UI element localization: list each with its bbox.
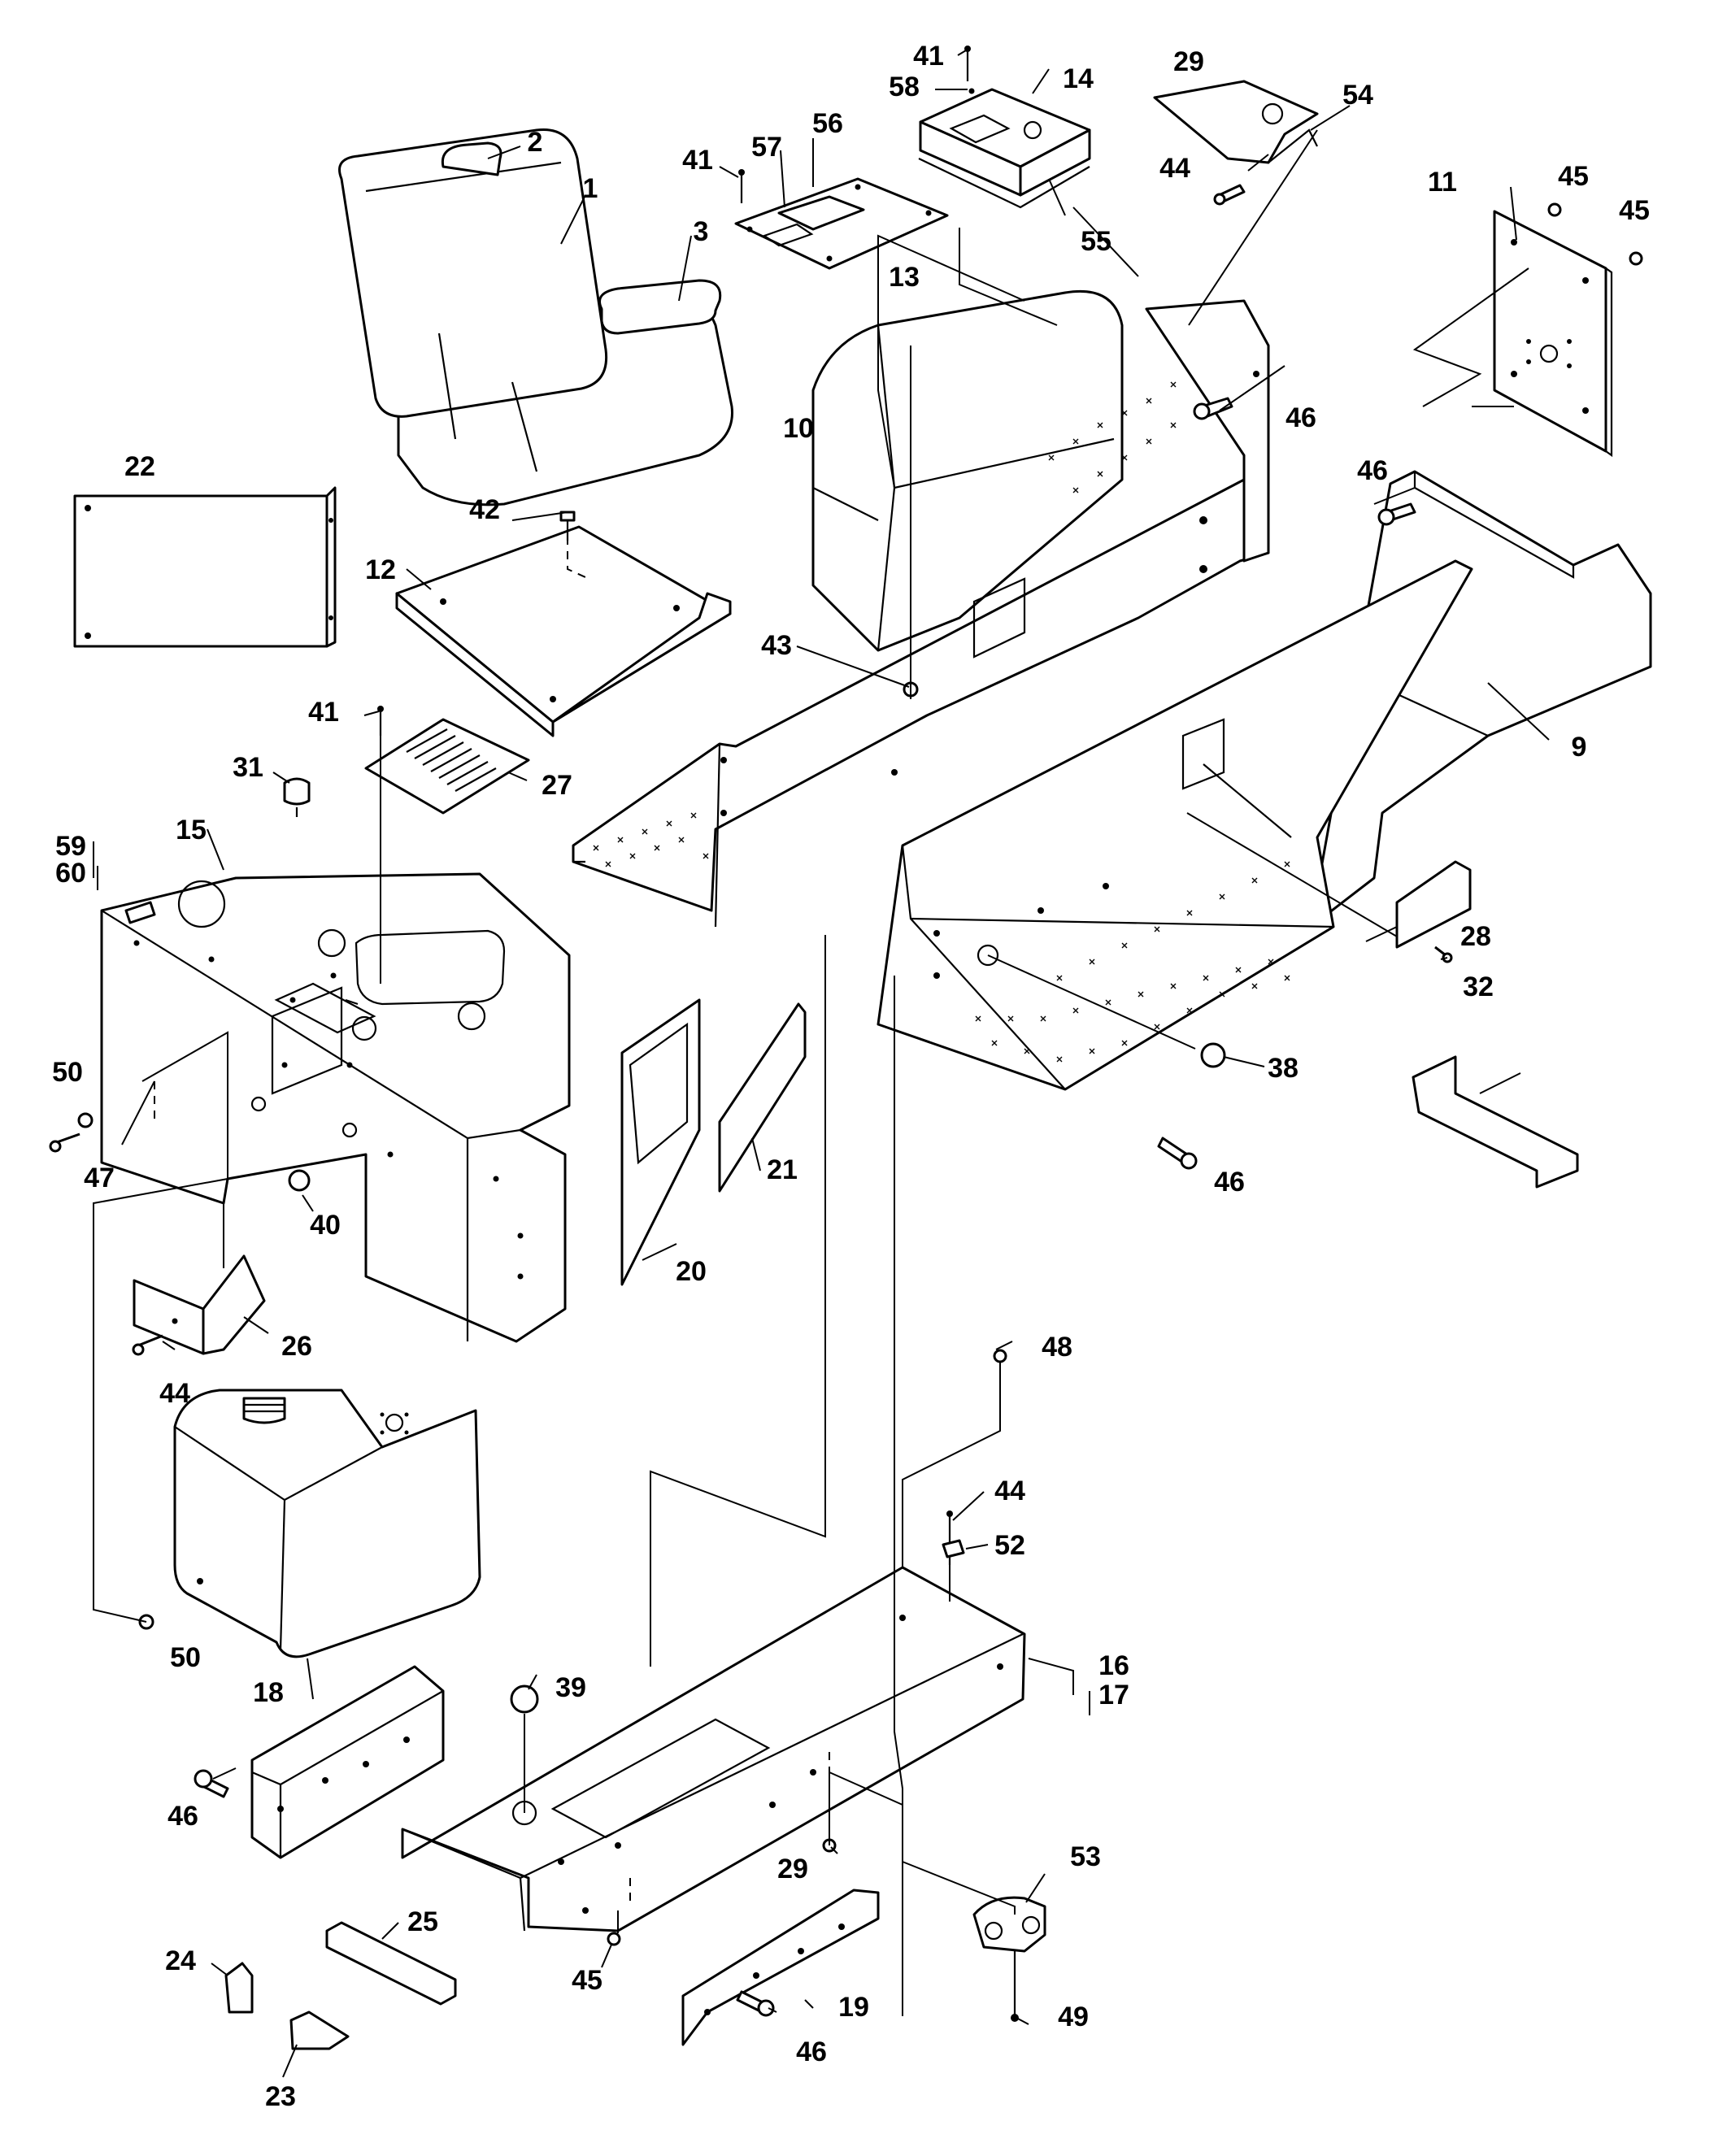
callout-41-c: 41 <box>308 697 339 728</box>
callout-42: 42 <box>469 494 500 525</box>
seat-assembly[interactable] <box>338 128 733 506</box>
callout-3: 3 <box>694 216 709 247</box>
bracket-29[interactable] <box>1153 80 1319 164</box>
callout-29-top: 29 <box>1173 46 1204 77</box>
callout-32: 32 <box>1463 972 1494 1002</box>
callout-26: 26 <box>281 1331 312 1362</box>
callout-44-a: 44 <box>1159 153 1190 184</box>
cover-plate-13[interactable] <box>734 177 949 270</box>
knob-31[interactable] <box>283 777 311 817</box>
callout-15: 15 <box>176 815 207 845</box>
callout-29-bottom: 29 <box>777 1854 808 1884</box>
callout-40: 40 <box>310 1210 341 1241</box>
plate-11[interactable] <box>1493 210 1613 458</box>
main-frame-16-17[interactable] <box>401 1566 1026 1932</box>
callout-28: 28 <box>1460 921 1491 952</box>
callout-47: 47 <box>84 1163 115 1193</box>
callout-10: 10 <box>783 413 814 444</box>
plate-28[interactable] <box>1395 860 1472 949</box>
callout-14: 14 <box>1063 63 1094 94</box>
callout-16: 16 <box>1098 1650 1129 1681</box>
floor-pan-left[interactable] <box>572 299 1270 928</box>
callout-22: 22 <box>124 451 155 482</box>
callout-46-a: 46 <box>1285 402 1316 433</box>
fasteners <box>49 46 1643 2022</box>
rail-18[interactable] <box>250 1665 445 1859</box>
bracket-25[interactable] <box>325 1921 457 2006</box>
callout-57: 57 <box>751 132 782 163</box>
rail-19[interactable] <box>681 1889 880 2046</box>
callout-20: 20 <box>676 1256 707 1287</box>
callout-46-e: 46 <box>796 2036 827 2067</box>
bracket-right[interactable] <box>1412 1055 1579 1189</box>
grille-27[interactable] <box>364 718 530 815</box>
bracket-23[interactable] <box>289 2010 350 2050</box>
callout-31: 31 <box>233 752 263 783</box>
callout-18: 18 <box>253 1677 284 1708</box>
callout-labels: 1 2 3 9 10 11 12 13 14 15 16 17 18 19 20… <box>52 41 1650 2112</box>
bracket-24[interactable] <box>224 1962 254 2014</box>
shim-21[interactable] <box>718 1002 807 1193</box>
callout-45-a: 45 <box>1558 161 1589 192</box>
callout-50-a: 50 <box>52 1057 83 1088</box>
callout-58: 58 <box>889 72 920 102</box>
callout-13: 13 <box>889 262 920 293</box>
callout-52: 52 <box>994 1530 1025 1561</box>
callout-27: 27 <box>542 770 572 801</box>
floor-pan-right[interactable] <box>877 559 1473 1091</box>
leader-lines <box>93 50 1550 2078</box>
body-15[interactable] <box>100 872 571 1343</box>
console-10[interactable] <box>811 289 1124 652</box>
callout-46-c: 46 <box>1214 1167 1245 1198</box>
callout-60: 60 <box>55 858 86 889</box>
callout-24: 24 <box>165 1945 196 1976</box>
callout-56: 56 <box>812 108 843 139</box>
callout-44-b: 44 <box>159 1378 190 1409</box>
callout-54: 54 <box>1342 80 1373 111</box>
callout-39: 39 <box>555 1672 586 1703</box>
callout-11: 11 <box>1428 167 1457 198</box>
callout-12: 12 <box>365 554 396 585</box>
callout-21: 21 <box>767 1154 798 1185</box>
callout-49: 49 <box>1058 2002 1089 2032</box>
clamp-53[interactable] <box>972 1896 1046 1953</box>
callout-23: 23 <box>265 2081 296 2112</box>
frame-9[interactable] <box>1309 470 1652 928</box>
callout-50-b: 50 <box>170 1642 201 1673</box>
bracket-26[interactable] <box>133 1254 266 1355</box>
shim-20[interactable] <box>620 998 701 1286</box>
callout-53: 53 <box>1070 1841 1101 1872</box>
seat-plate-12[interactable] <box>395 511 732 737</box>
panel-22[interactable] <box>73 486 337 648</box>
callout-59: 59 <box>55 831 86 862</box>
callout-25: 25 <box>407 1906 438 1937</box>
callout-45-b: 45 <box>1619 195 1650 226</box>
callout-48: 48 <box>1042 1332 1072 1363</box>
callout-44-c: 44 <box>994 1476 1025 1506</box>
callout-9: 9 <box>1572 732 1587 763</box>
callout-41-b: 41 <box>682 145 713 176</box>
callout-55: 55 <box>1081 226 1111 257</box>
fuel-tank[interactable] <box>173 1389 481 1658</box>
box-14[interactable] <box>918 88 1091 209</box>
callout-43: 43 <box>761 630 792 661</box>
callout-2: 2 <box>528 127 543 158</box>
callout-19: 19 <box>838 1992 869 2023</box>
callout-46-d: 46 <box>167 1801 198 1832</box>
callout-45-c: 45 <box>572 1965 602 1996</box>
callout-1: 1 <box>583 173 598 204</box>
callout-41-a: 41 <box>913 41 944 72</box>
callout-46-b: 46 <box>1357 455 1388 486</box>
callout-17: 17 <box>1098 1680 1129 1710</box>
callout-38: 38 <box>1268 1053 1299 1084</box>
